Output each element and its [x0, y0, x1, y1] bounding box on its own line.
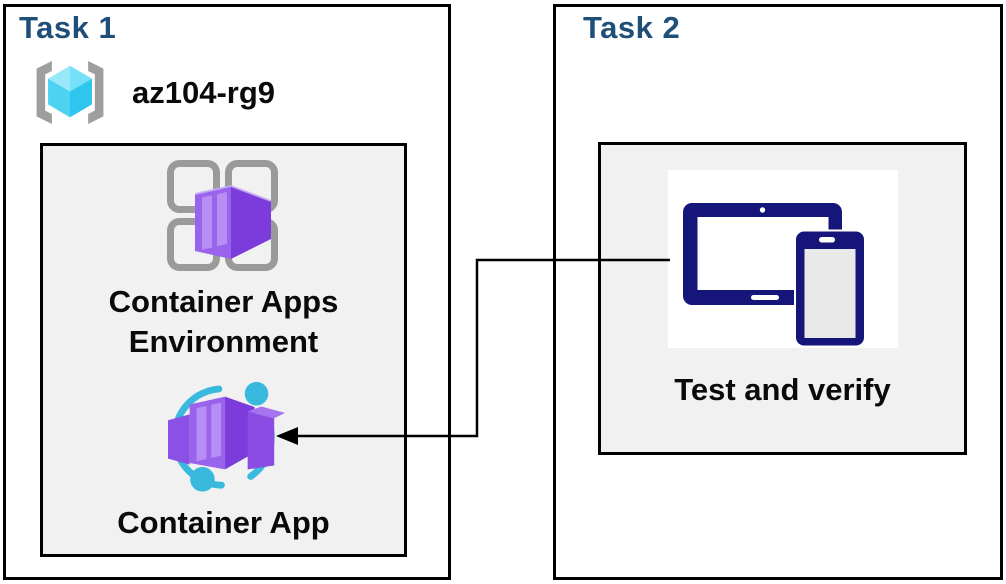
task2-title: Task 2 — [583, 10, 681, 45]
task2-box: Task 2 Test and verify — [553, 4, 1003, 580]
resource-group: az104-rg9 — [28, 58, 275, 127]
container-app-label: Container App — [117, 505, 330, 540]
task2-inner-panel: Test and verify — [598, 142, 967, 455]
devices-icon-plate — [668, 170, 898, 348]
task1-box: Task 1 az104-rg9 — [3, 4, 451, 580]
task1-title: Task 1 — [19, 10, 117, 45]
container-app-icon — [168, 381, 286, 492]
task1-inner-panel: Container Apps Environment Container App — [40, 143, 407, 557]
environment-label-text: Container Apps Environment — [108, 284, 339, 359]
resource-group-icon — [36, 61, 104, 124]
verify-label: Test and verify — [674, 372, 891, 407]
container-apps-environment-icon — [167, 160, 278, 271]
devices-icon — [668, 170, 898, 348]
resource-group-name: az104-rg9 — [132, 74, 276, 110]
environment-label: Container Apps Environment — [43, 282, 404, 362]
